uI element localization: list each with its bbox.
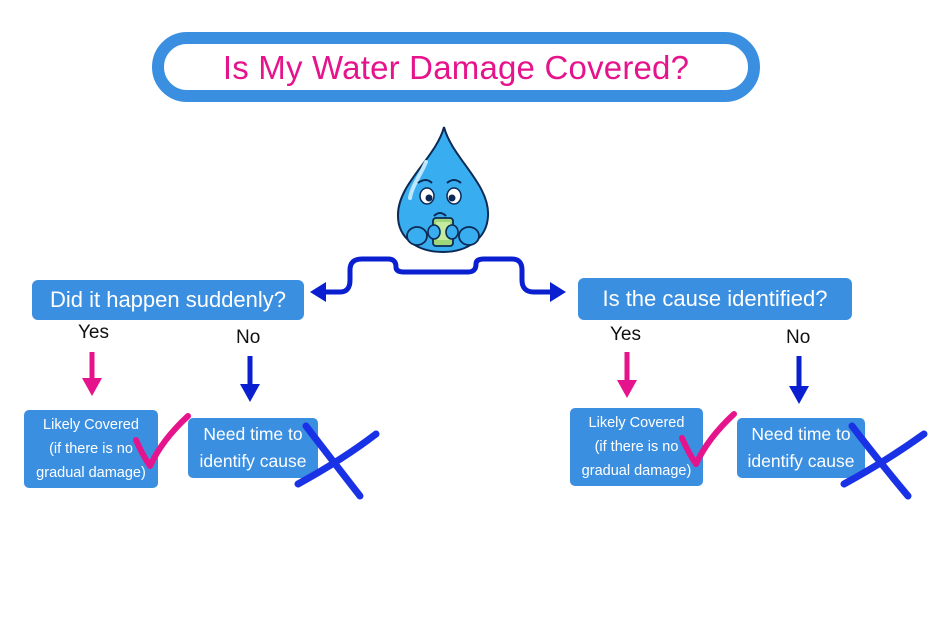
right-no-arrow-icon (789, 356, 809, 404)
question-sudden-text: Did it happen suddenly? (49, 287, 287, 312)
arrow-left-icon (310, 282, 326, 302)
question-cause-text: Is the cause identified? (602, 286, 828, 311)
result-line: gradual damage) (581, 463, 692, 479)
sad-water-drop-icon (396, 124, 490, 254)
page-title: Is My Water Damage Covered? (222, 49, 690, 86)
result-line: Likely Covered (43, 417, 139, 433)
question-sudden-box: Did it happen suddenly? (32, 280, 304, 320)
right-need-time-box: Need time to identify cause (737, 418, 865, 478)
result-line: (if there is no (594, 439, 679, 455)
pink-checkmark-icon (679, 411, 737, 467)
pink-checkmark-icon (133, 413, 191, 469)
question-cause-box: Is the cause identified? (578, 278, 852, 320)
left-need-time-box: Need time to identify cause (188, 418, 318, 478)
result-line: gradual damage) (36, 465, 146, 481)
result-line: identify cause (199, 451, 307, 471)
left-no-label: No (236, 327, 261, 348)
left-yes-label: Yes (78, 322, 109, 343)
title-banner: Is My Water Damage Covered? (152, 32, 760, 102)
right-likely-covered-box: Likely Covered (if there is no gradual d… (570, 408, 703, 486)
branch-connector (310, 256, 566, 302)
arrow-right-icon (550, 282, 566, 302)
left-likely-covered-box: Likely Covered (if there is no gradual d… (24, 410, 158, 488)
left-no-arrow-icon (240, 356, 260, 402)
result-line: Likely Covered (588, 415, 685, 431)
right-yes-label: Yes (610, 324, 641, 345)
blue-x-mark-icon (840, 422, 928, 500)
left-yes-arrow-icon (82, 352, 102, 396)
result-line: (if there is no (49, 441, 133, 457)
right-yes-arrow-icon (617, 352, 637, 398)
blue-x-mark-icon (294, 422, 380, 500)
result-line: identify cause (747, 451, 855, 471)
result-line: Need time to (751, 424, 851, 444)
right-no-label: No (786, 327, 811, 348)
result-line: Need time to (203, 424, 303, 444)
